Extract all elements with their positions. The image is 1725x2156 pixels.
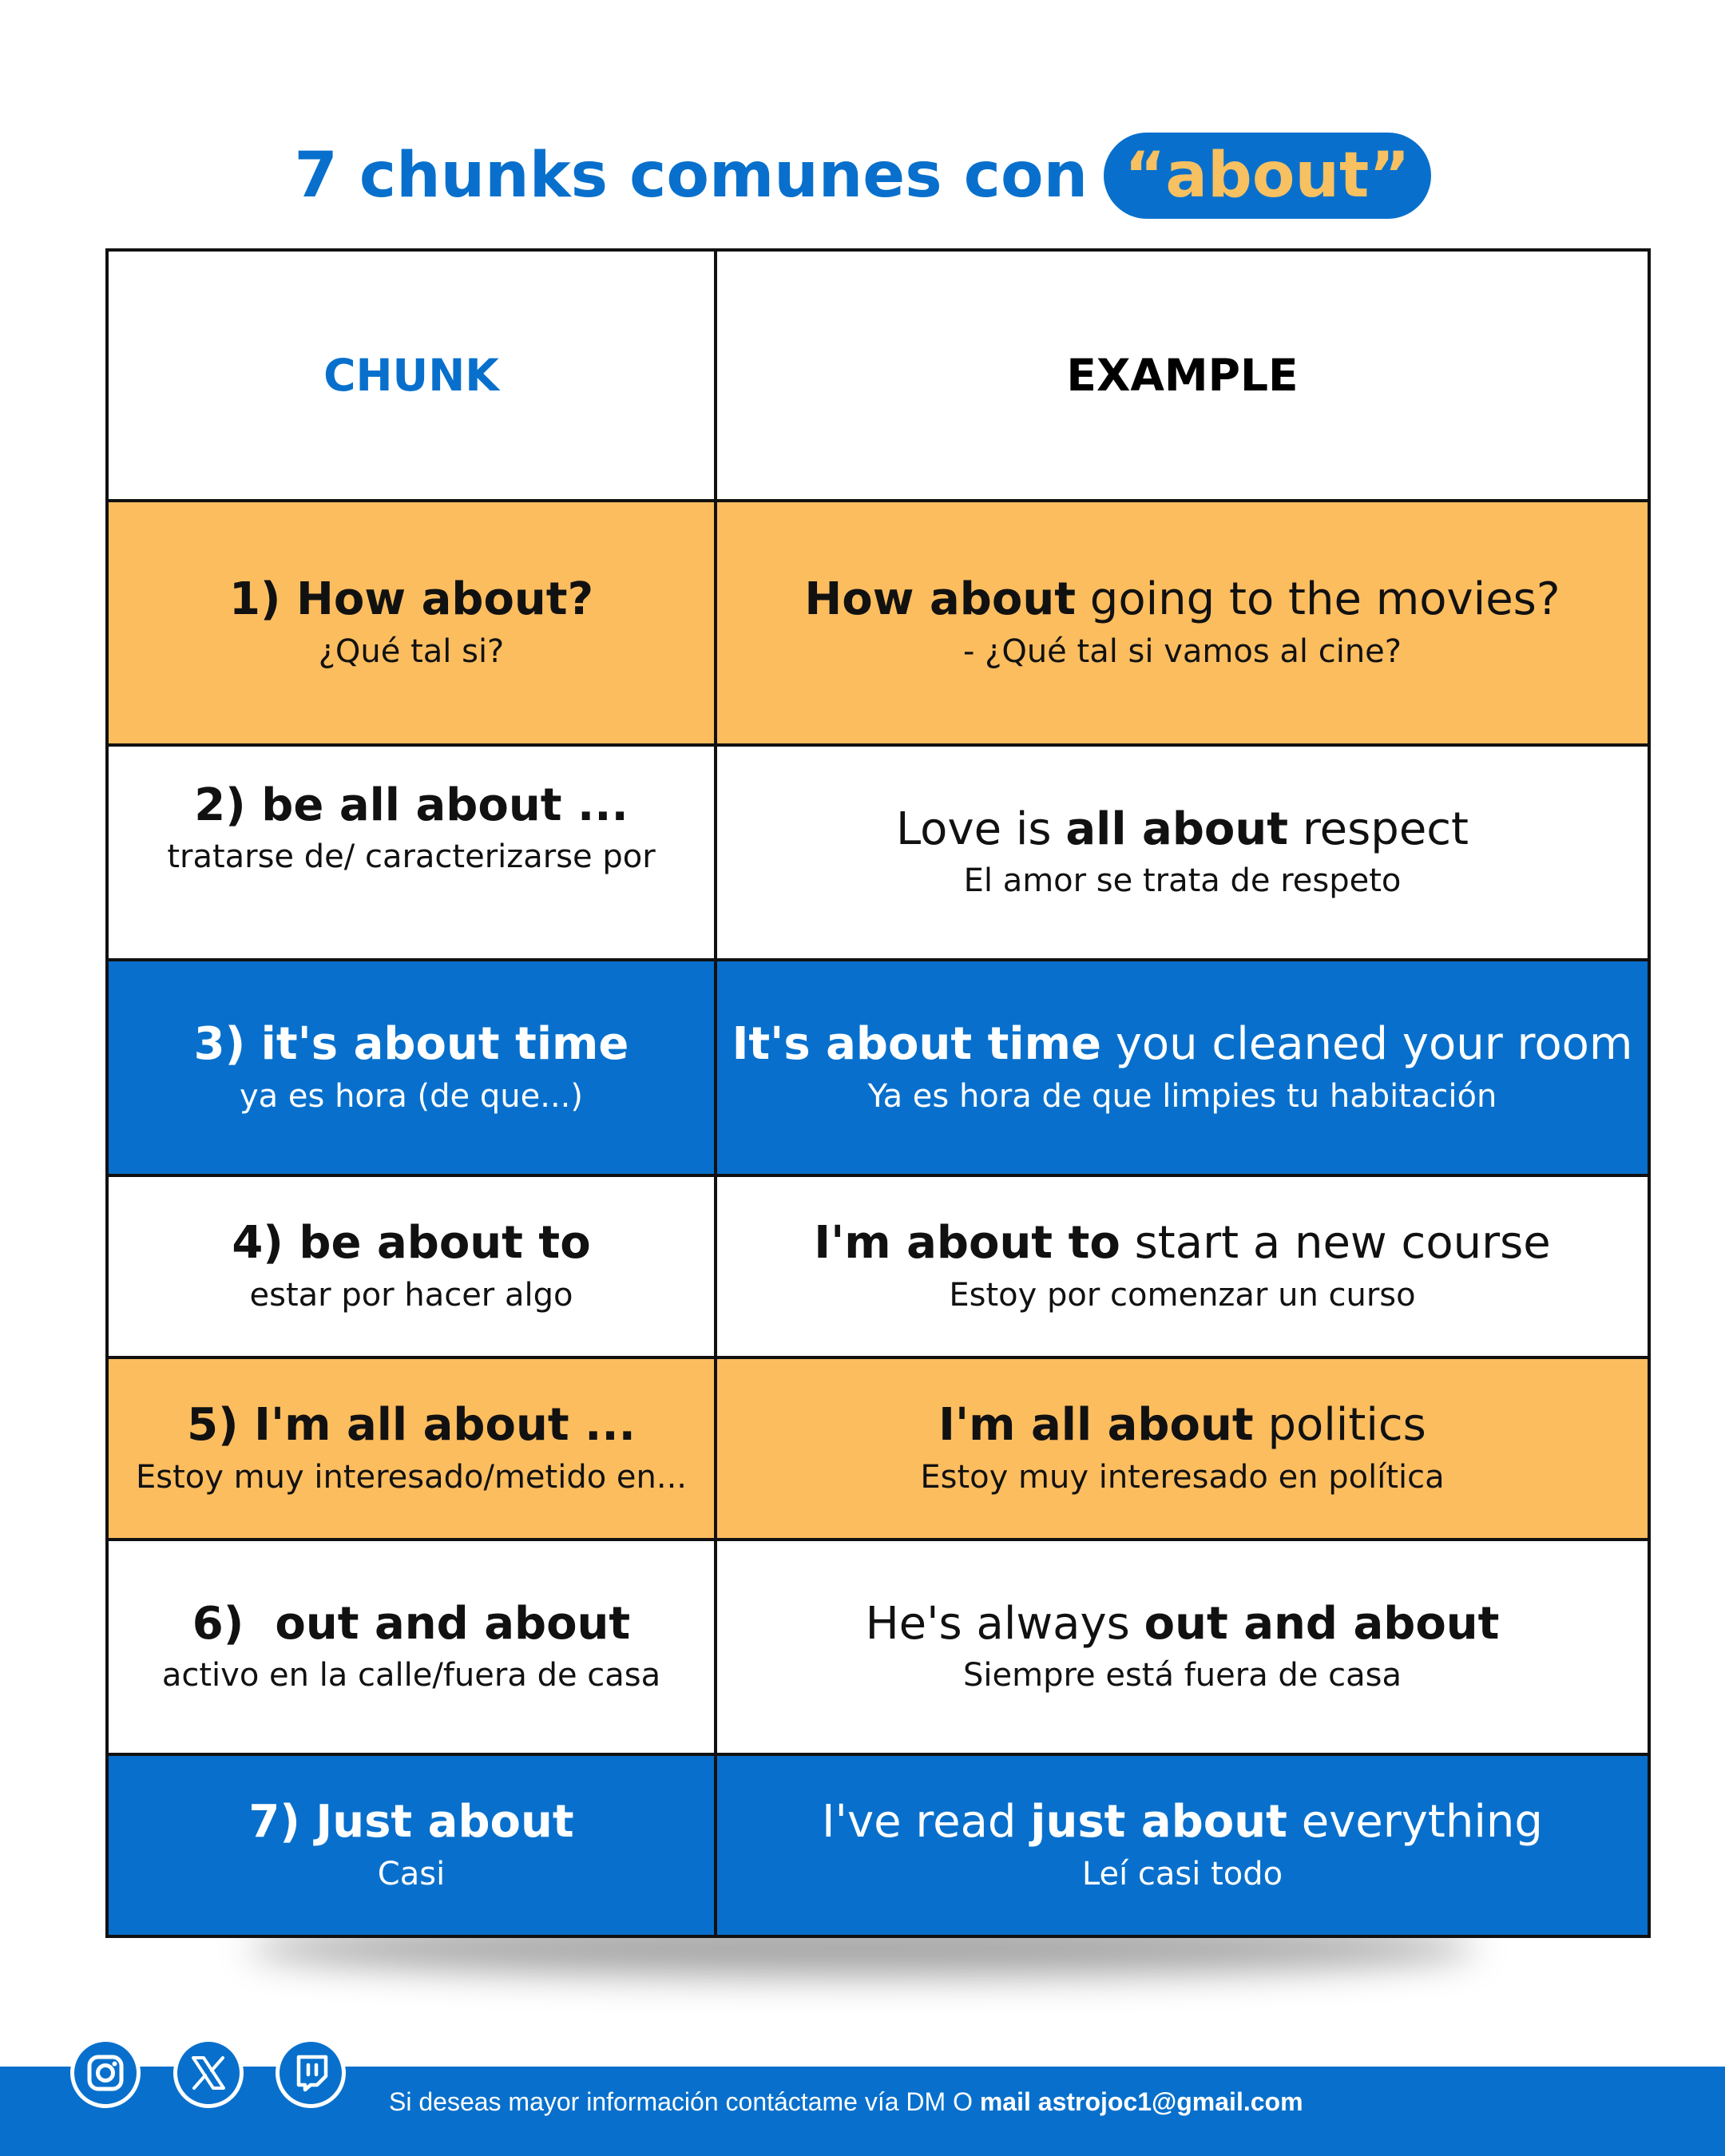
table-row: 7) Just about Casi I've read just about … bbox=[105, 1753, 1651, 1938]
chunk-cell: 4) be about to estar por hacer algo bbox=[105, 1174, 717, 1359]
example-sentence: Love is all about respect bbox=[728, 803, 1636, 856]
example-translation: El amor se trata de respeto bbox=[963, 862, 1402, 900]
twitch-icon[interactable] bbox=[276, 2038, 346, 2108]
chunk-cell: 5) I'm all about ... Estoy muy interesad… bbox=[105, 1356, 717, 1541]
chunk-translation: Casi bbox=[377, 1855, 446, 1892]
table-row: 4) be about to estar por hacer algo I'm … bbox=[105, 1174, 1651, 1359]
example-post: everything bbox=[1287, 1796, 1543, 1849]
chunk-cell: 1) How about? ¿Qué tal si? bbox=[105, 499, 717, 747]
chunk-translation: activo en la calle/fuera de casa bbox=[161, 1657, 661, 1694]
chunk-cell: 7) Just about Casi bbox=[105, 1753, 717, 1938]
example-cell: He's always out and about Siempre está f… bbox=[714, 1538, 1651, 1756]
example-cell: I've read just about everything Leí casi… bbox=[714, 1753, 1651, 1938]
example-cell: I'm about to start a new course Estoy po… bbox=[714, 1174, 1651, 1359]
chunk-text: 6) out and about bbox=[192, 1597, 631, 1650]
example-cell: How about going to the movies? - ¿Qué ta… bbox=[714, 499, 1651, 747]
example-translation: Siempre está fuera de casa bbox=[962, 1657, 1402, 1694]
chunk-translation: Estoy muy interesado/metido en... bbox=[135, 1458, 688, 1496]
chunk-text: 5) I'm all about ... bbox=[187, 1399, 636, 1452]
table-row: 1) How about? ¿Qué tal si? How about goi… bbox=[105, 499, 1651, 747]
example-rest: you cleaned your room bbox=[1100, 1018, 1633, 1071]
example-bold: out and about bbox=[1144, 1597, 1500, 1650]
chunk-translation: ¿Qué tal si? bbox=[318, 632, 505, 670]
chunk-text: 4) be about to bbox=[232, 1217, 591, 1270]
example-sentence: I've read just about everything bbox=[728, 1795, 1636, 1849]
instagram-icon[interactable] bbox=[70, 2038, 141, 2108]
example-sentence: I'm all about politics bbox=[728, 1398, 1636, 1452]
chunks-table: CHUNK EXAMPLE 1) How about? ¿Qué tal si?… bbox=[105, 248, 1651, 1938]
chunk-text: 7) Just about bbox=[248, 1796, 574, 1849]
example-bold: I'm about to bbox=[814, 1217, 1120, 1270]
example-pre: I've read bbox=[822, 1796, 1031, 1849]
chunk-cell: 2) be all about ... tratarse de/ caracte… bbox=[105, 743, 717, 961]
example-bold: just about bbox=[1030, 1796, 1287, 1849]
example-sentence: How about going to the movies? bbox=[728, 573, 1636, 626]
chunk-translation: estar por hacer algo bbox=[249, 1276, 573, 1314]
example-pre: Love is bbox=[895, 803, 1066, 855]
chunk-text: 2) be all about ... bbox=[194, 779, 629, 831]
example-post: respect bbox=[1288, 803, 1469, 855]
example-sentence: It's about time you cleaned your room bbox=[728, 1017, 1636, 1071]
title-text: 7 chunks comunes con bbox=[294, 140, 1089, 212]
chunk-translation: tratarse de/ caracterizarse por bbox=[167, 838, 656, 876]
example-cell: Love is all about respect El amor se tra… bbox=[714, 743, 1651, 961]
example-translation: Estoy por comenzar un curso bbox=[949, 1276, 1416, 1314]
example-rest: start a new course bbox=[1120, 1217, 1551, 1270]
example-cell: I'm all about politics Estoy muy interes… bbox=[714, 1356, 1651, 1541]
table-row: 2) be all about ... tratarse de/ caracte… bbox=[105, 743, 1651, 961]
chunk-text: 3) it's about time bbox=[193, 1018, 629, 1071]
example-bold: It's about time bbox=[732, 1018, 1101, 1071]
example-sentence: I'm about to start a new course bbox=[728, 1216, 1636, 1270]
header-chunk: CHUNK bbox=[105, 248, 717, 502]
table-row: 5) I'm all about ... Estoy muy interesad… bbox=[105, 1356, 1651, 1541]
table-row: 3) it's about time ya es hora (de que...… bbox=[105, 958, 1651, 1177]
chunk-text: 1) How about? bbox=[228, 573, 594, 626]
footer-contact-text: Si deseas mayor información contáctame v… bbox=[389, 2087, 1303, 2117]
example-sentence: He's always out and about bbox=[728, 1597, 1636, 1651]
footer-message: Si deseas mayor información contáctame v… bbox=[389, 2087, 980, 2116]
example-bold: all about bbox=[1065, 803, 1289, 855]
example-translation: Ya es hora de que limpies tu habitación bbox=[867, 1077, 1497, 1115]
title-highlight-pill: “about” bbox=[1104, 133, 1431, 219]
example-bold: How about bbox=[804, 573, 1076, 626]
chunk-translation: ya es hora (de que...) bbox=[240, 1077, 583, 1115]
chunk-cell: 3) it's about time ya es hora (de que...… bbox=[105, 958, 717, 1177]
chunk-cell: 6) out and about activo en la calle/fuer… bbox=[105, 1538, 717, 1756]
footer-email[interactable]: mail astrojoc1@gmail.com bbox=[979, 2087, 1303, 2116]
page-title: 7 chunks comunes con “about” bbox=[0, 128, 1725, 224]
example-bold: I'm all about bbox=[938, 1399, 1254, 1452]
example-translation: - ¿Qué tal si vamos al cine? bbox=[962, 632, 1402, 670]
x-icon[interactable] bbox=[173, 2038, 244, 2108]
table-header-row: CHUNK EXAMPLE bbox=[105, 248, 1651, 502]
example-rest: going to the movies? bbox=[1075, 573, 1560, 626]
example-rest: politics bbox=[1253, 1399, 1426, 1452]
table-row: 6) out and about activo en la calle/fuer… bbox=[105, 1538, 1651, 1756]
example-pre: He's always bbox=[865, 1597, 1144, 1650]
header-example: EXAMPLE bbox=[714, 248, 1651, 502]
example-translation: Estoy muy interesado en política bbox=[920, 1458, 1445, 1496]
example-translation: Leí casi todo bbox=[1081, 1855, 1283, 1892]
example-cell: It's about time you cleaned your room Ya… bbox=[714, 958, 1651, 1177]
